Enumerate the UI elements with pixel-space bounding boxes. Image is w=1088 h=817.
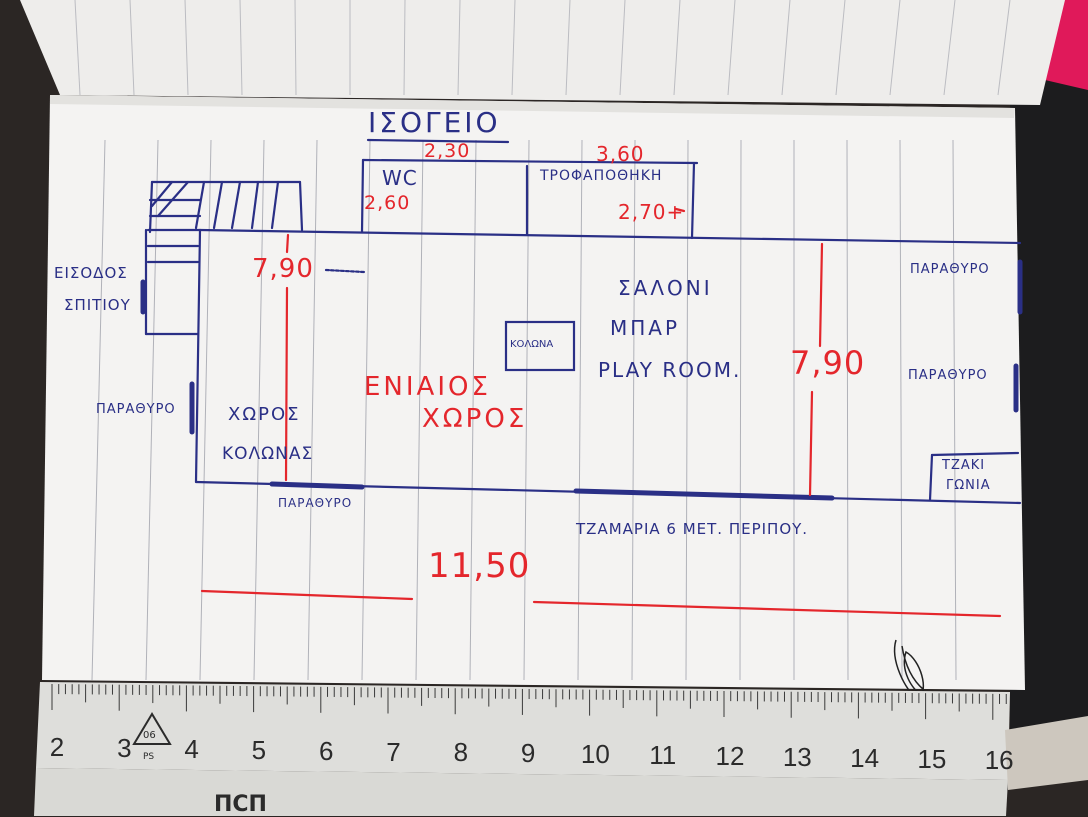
ruler-number: 9 xyxy=(520,738,536,769)
ruler-number: 15 xyxy=(917,743,947,774)
column-label: ΚΟΛΩΝΑ xyxy=(510,339,554,350)
recycle-mark: PS xyxy=(143,752,155,762)
storage-width-dimension: 3,60 xyxy=(596,142,645,166)
wc-height-dimension: 2,60 xyxy=(364,192,411,214)
entrance-label-line2: ΣΠΙΤΙΟΥ xyxy=(64,296,131,314)
entrance-label-line1: ΕΙΣΟΔΟΣ xyxy=(54,264,128,282)
ruler-number: 16 xyxy=(984,744,1014,775)
ruler-number: 12 xyxy=(715,741,745,771)
fireplace-label-line1: ΤΖΑΚΙ xyxy=(942,458,986,473)
left-height-dimension: 7,90 xyxy=(252,254,314,284)
living-label-line2: ΜΠΑΡ xyxy=(610,316,681,340)
ruler-number: 7 xyxy=(386,736,401,767)
ruler-number: 10 xyxy=(580,739,610,770)
ruler-number: 3 xyxy=(117,732,132,763)
column-area-label-line2: ΚΟΛΩΝΑΣ xyxy=(222,444,314,464)
open-space-label-line2: ΧΩΡΟΣ xyxy=(422,404,528,434)
plan-title: ΙΣΟΓΕΙΟ xyxy=(368,106,501,139)
total-width-dimension: 11,50 xyxy=(428,546,531,586)
right-height-dimension: 7,90 xyxy=(790,344,866,382)
window-bottom-label: ΠΑΡΑΘΥΡΟ xyxy=(278,496,353,510)
wc-width-dimension: 2,30 xyxy=(424,140,471,162)
storage-height-dimension: 2,70+ xyxy=(618,200,685,224)
ruler-brand-logo: ПСП xyxy=(214,792,267,817)
window-right-top-label: ΠΑΡΑΘΥΡΟ xyxy=(910,262,990,277)
living-label-line1: ΣΑΛΟΝΙ xyxy=(618,276,713,300)
ruler-number: 4 xyxy=(184,733,199,764)
recycle-code: 06 xyxy=(143,730,156,741)
ruler-number: 11 xyxy=(649,740,677,771)
ruler-number: 6 xyxy=(318,735,334,766)
window-right-mid-label: ΠΑΡΑΘΥΡΟ xyxy=(908,368,988,383)
window-left-label: ΠΑΡΑΘΥΡΟ xyxy=(96,402,176,417)
storage-label: ΤΡΟΦΑΠΟΘΗΚΗ xyxy=(540,168,663,184)
open-space-label-line1: ΕΝΙΑΙΟΣ xyxy=(364,372,491,402)
living-label-line3: PLAY ROOM. xyxy=(598,358,742,382)
ruler-number: 13 xyxy=(782,741,812,772)
ruler-number: 8 xyxy=(453,737,469,768)
wc-label: WC xyxy=(382,166,418,190)
ruler-number: 2 xyxy=(49,732,65,762)
ruler-number: 5 xyxy=(251,734,267,765)
glazing-label: ΤΖΑΜΑΡΙΑ 6 ΜΕΤ. ΠΕΡΙΠΟΥ. xyxy=(576,520,809,538)
ruler-number: 14 xyxy=(850,742,880,773)
fireplace-label-line2: ΓΩΝΙΑ xyxy=(946,478,991,493)
column-area-label-line1: ΧΩΡΟΣ xyxy=(228,404,301,425)
